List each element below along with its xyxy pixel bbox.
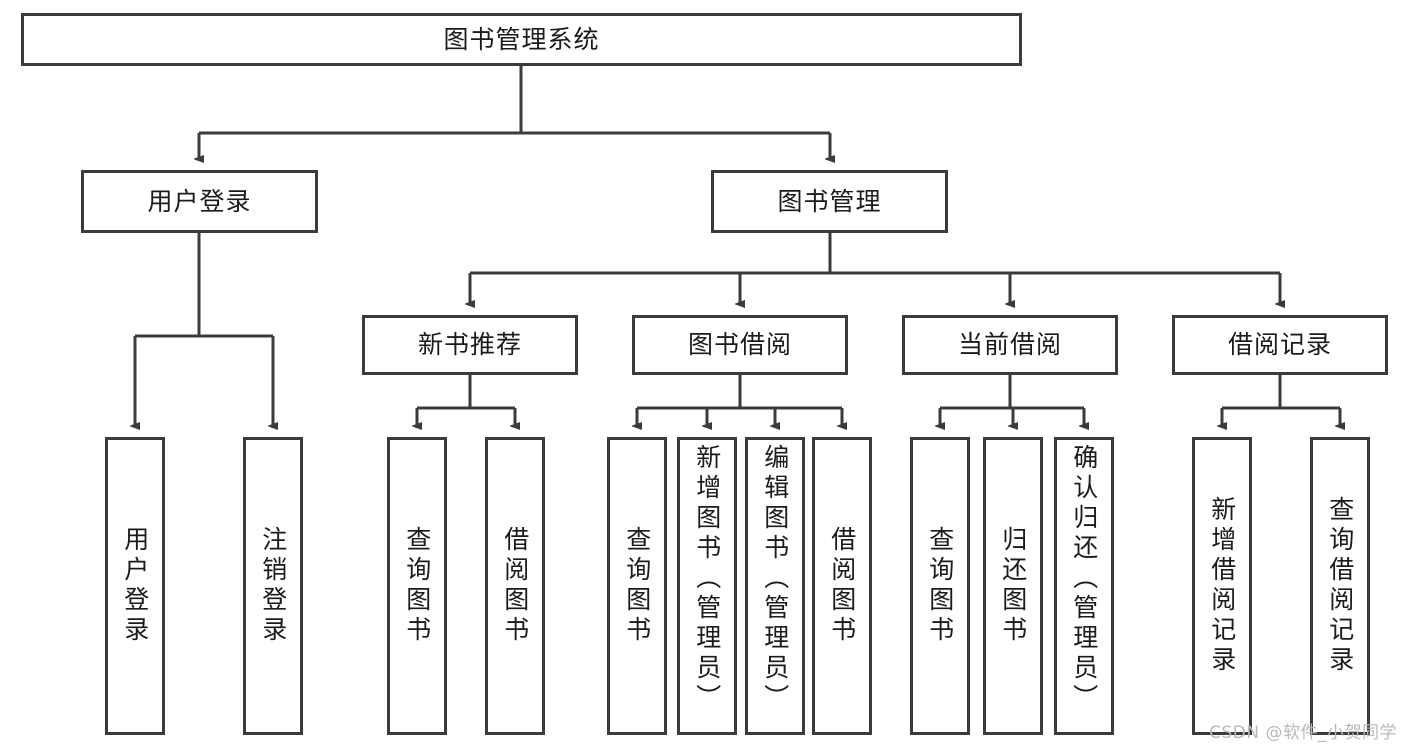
leaf-label: 查询图书 xyxy=(402,526,432,646)
node-leaf-borrow-book-2[interactable]: 借阅图书 xyxy=(812,437,872,735)
leaf-label: 借阅图书 xyxy=(500,526,530,646)
leaf-label: 用户登录 xyxy=(120,526,150,646)
node-user-login[interactable]: 用户登录 xyxy=(81,170,318,233)
leaf-label: 编辑图书（管理员） xyxy=(760,444,790,714)
node-root[interactable]: 图书管理系统 xyxy=(21,13,1022,66)
node-leaf-edit-book[interactable]: 编辑图书（管理员） xyxy=(745,437,805,735)
node-leaf-logout[interactable]: 注销登录 xyxy=(243,437,303,735)
node-current-borrow[interactable]: 当前借阅 xyxy=(902,315,1118,375)
node-leaf-borrow-book-1[interactable]: 借阅图书 xyxy=(485,437,545,735)
node-leaf-user-login[interactable]: 用户登录 xyxy=(105,437,165,735)
leaf-label: 确认归还（管理员） xyxy=(1069,444,1099,714)
node-leaf-query-book-1[interactable]: 查询图书 xyxy=(387,437,447,735)
node-leaf-query-book-2[interactable]: 查询图书 xyxy=(607,437,667,735)
leaf-label: 查询图书 xyxy=(925,526,955,646)
leaf-label: 借阅图书 xyxy=(827,526,857,646)
leaf-label: 注销登录 xyxy=(258,526,288,646)
node-leaf-return-book[interactable]: 归还图书 xyxy=(983,437,1043,735)
node-book-borrow[interactable]: 图书借阅 xyxy=(632,315,848,375)
node-leaf-add-record[interactable]: 新增借阅记录 xyxy=(1192,437,1252,735)
node-borrow-record[interactable]: 借阅记录 xyxy=(1172,315,1388,375)
node-leaf-confirm-return[interactable]: 确认归还（管理员） xyxy=(1054,437,1114,735)
leaf-label: 新增借阅记录 xyxy=(1207,496,1237,676)
watermark-text: CSDN @软件_小贺同学 xyxy=(1209,723,1397,743)
leaf-label: 查询图书 xyxy=(622,526,652,646)
node-new-book-recommend[interactable]: 新书推荐 xyxy=(362,315,578,375)
node-leaf-query-record[interactable]: 查询借阅记录 xyxy=(1310,437,1370,735)
leaf-label: 查询借阅记录 xyxy=(1325,496,1355,676)
node-leaf-query-book-3[interactable]: 查询图书 xyxy=(910,437,970,735)
leaf-label: 新增图书（管理员） xyxy=(692,444,722,714)
node-book-management[interactable]: 图书管理 xyxy=(711,170,948,233)
leaf-label: 归还图书 xyxy=(998,526,1028,646)
node-leaf-add-book[interactable]: 新增图书（管理员） xyxy=(677,437,737,735)
